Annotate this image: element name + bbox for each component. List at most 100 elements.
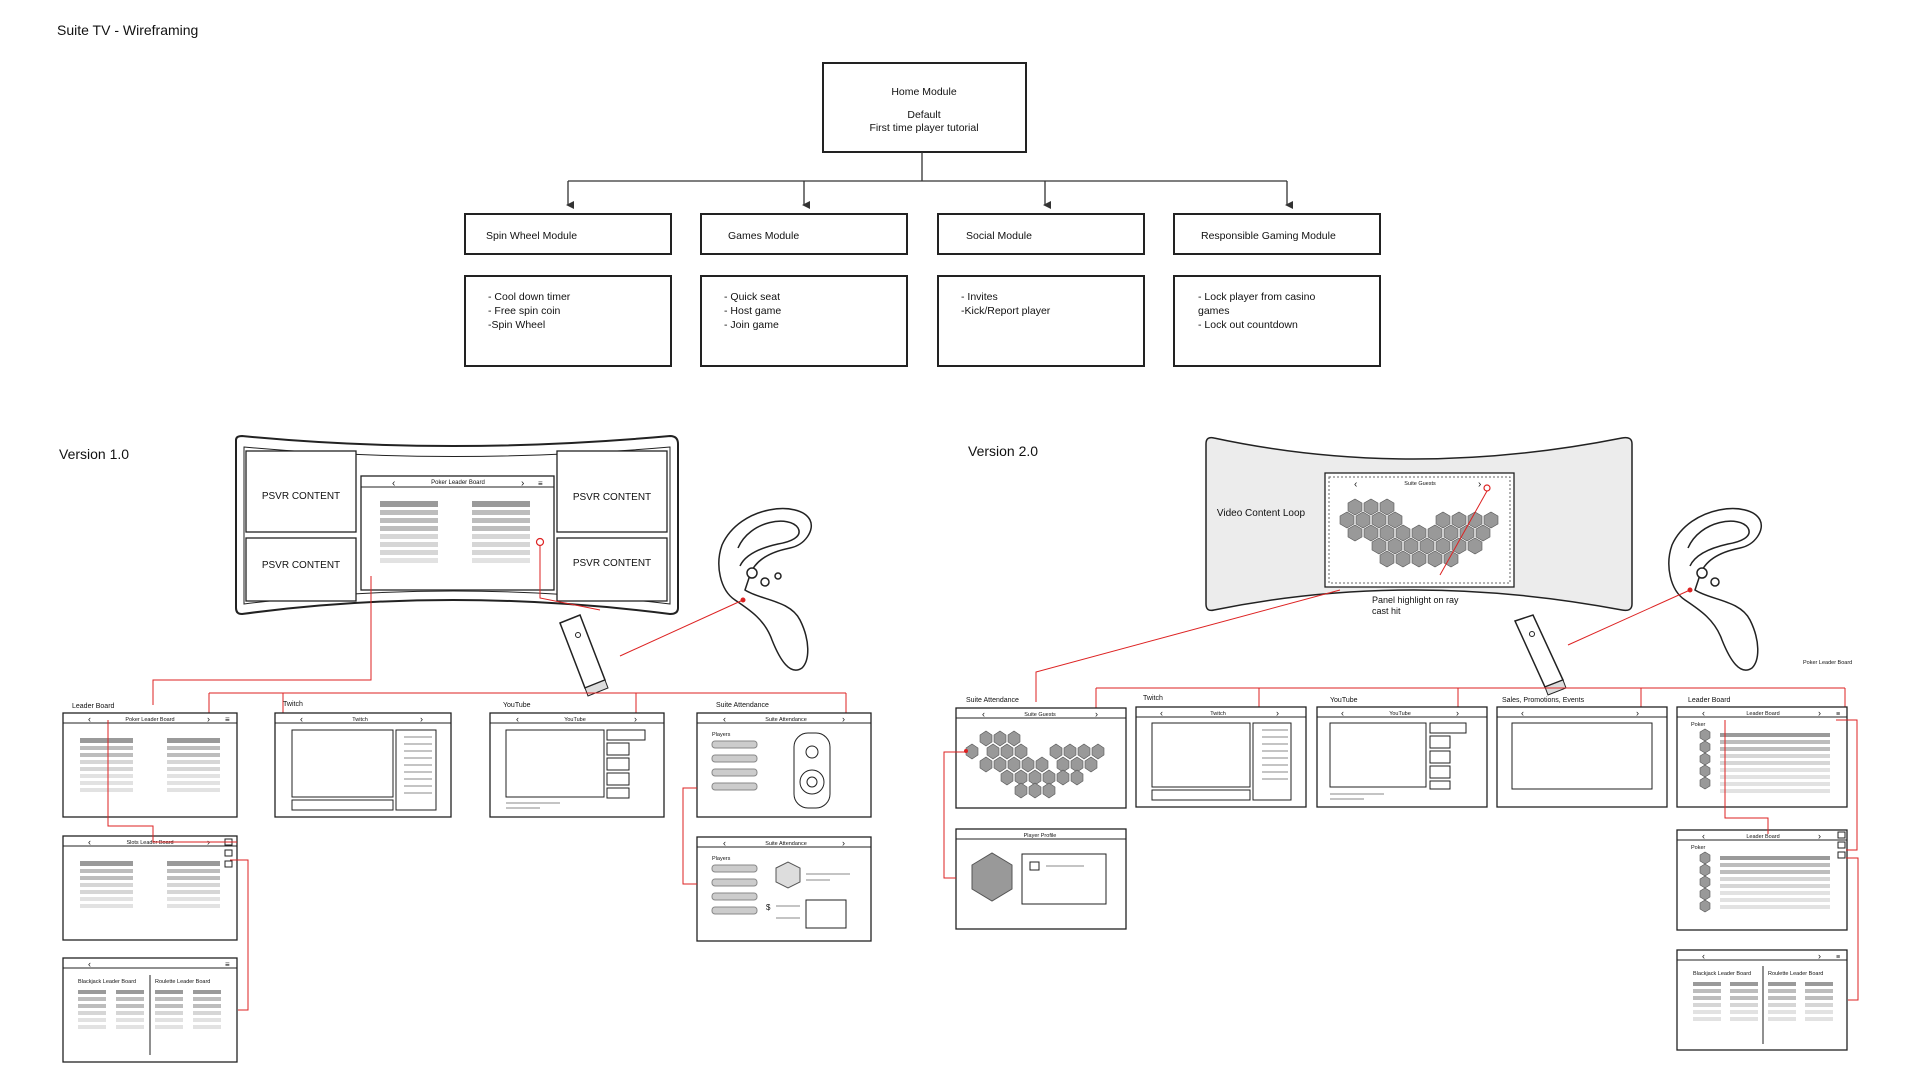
module-item: - Join game bbox=[724, 319, 779, 331]
sitemap: Home Module Default First time player tu… bbox=[464, 62, 1381, 367]
psvr-content-label: PSVR CONTENT bbox=[573, 492, 651, 503]
module-title: Spin Wheel Module bbox=[486, 230, 577, 242]
v2-screen-twitch: Twitch ‹ › bbox=[1135, 706, 1307, 808]
psvr-content-label: PSVR CONTENT bbox=[573, 558, 651, 569]
screen-subtitle: Blackjack Leader Board bbox=[1693, 971, 1751, 977]
chevron-right-icon: › bbox=[1818, 831, 1821, 841]
module-item: - Host game bbox=[724, 305, 781, 317]
chevron-left-icon: ‹ bbox=[1521, 708, 1524, 718]
screen-title: Slots Leader Board bbox=[126, 840, 173, 846]
chevron-left-icon: ‹ bbox=[982, 709, 985, 719]
v1-screen-attendance: Suite Attendance ‹ › Players bbox=[696, 712, 872, 818]
v1-screen-poker: Poker Leader Board ‹ › ≡ bbox=[62, 712, 238, 818]
v1-screen-twitch: Twitch ‹ › bbox=[274, 712, 452, 818]
players-label: Players bbox=[712, 856, 731, 862]
screen-title: Player Profile bbox=[1024, 833, 1057, 839]
v2-screen-blackjack-roulette: ‹ › ≡ Blackjack Leader Board Roulette Le… bbox=[1676, 949, 1848, 1051]
v1-screen-youtube: YouTube ‹ › bbox=[489, 712, 665, 818]
module-item: -Kick/Report player bbox=[961, 305, 1051, 317]
screen-title: Twitch bbox=[1210, 711, 1226, 717]
v1-controller-icon bbox=[718, 507, 812, 671]
chevron-left-icon: ‹ bbox=[1702, 951, 1705, 961]
screen-title: Leader Board bbox=[1746, 711, 1779, 717]
section-label: YouTube bbox=[1330, 697, 1358, 704]
section-label: Twitch bbox=[283, 701, 303, 708]
module-item: - Lock player from casino bbox=[1198, 291, 1315, 303]
chevron-left-icon: ‹ bbox=[1702, 708, 1705, 718]
home-module-line: Default bbox=[907, 109, 940, 121]
screen-title: Suite Guests bbox=[1024, 712, 1056, 718]
v2-remote bbox=[1513, 614, 1567, 696]
screen-title: Leader Board bbox=[1746, 834, 1779, 840]
section-label: Twitch bbox=[1143, 695, 1163, 702]
page-title: Suite TV - Wireframing bbox=[57, 22, 198, 38]
chevron-left-icon: ‹ bbox=[300, 714, 303, 724]
section-label: Sales, Promotions, Events bbox=[1502, 697, 1585, 704]
v1-leaderboard-links bbox=[107, 720, 249, 1011]
chevron-right-icon: › bbox=[1636, 708, 1639, 718]
screen-subtitle: Roulette Leader Board bbox=[155, 979, 210, 985]
psvr-content-label: PSVR CONTENT bbox=[262, 491, 340, 502]
screen-title: Suite Attendance bbox=[765, 841, 807, 847]
chevron-left-icon: ‹ bbox=[88, 959, 91, 969]
v2-center-title: Suite Guests bbox=[1404, 481, 1436, 487]
home-module-box bbox=[822, 62, 1027, 153]
v1-ray-lines bbox=[152, 546, 746, 705]
v2-screen-leader: Leader Board ‹ › ≡ Poker bbox=[1676, 706, 1848, 808]
chevron-left-icon: ‹ bbox=[1160, 708, 1163, 718]
menu-icon: ≡ bbox=[1836, 711, 1840, 718]
home-module-title: Home Module bbox=[891, 86, 957, 98]
screen-title: Twitch bbox=[352, 717, 368, 723]
chevron-right-icon: › bbox=[1095, 709, 1098, 719]
v1-screen-slots: Slots Leader Board ‹ › bbox=[62, 835, 238, 941]
chevron-right-icon: › bbox=[420, 714, 423, 724]
psvr-content-label: PSVR CONTENT bbox=[262, 560, 340, 571]
players-label: Players bbox=[712, 732, 731, 738]
screen-subtitle: Blackjack Leader Board bbox=[78, 979, 136, 985]
chevron-left-icon: ‹ bbox=[723, 714, 726, 724]
module-title: Social Module bbox=[966, 230, 1032, 242]
chevron-left-icon: ‹ bbox=[723, 838, 726, 848]
chevron-right-icon: › bbox=[842, 714, 845, 724]
chevron-right-icon: › bbox=[207, 714, 210, 724]
v2-tv-frame: Video Content Loop Suite Guests ‹ › bbox=[1205, 436, 1633, 612]
v2-leaderboard-links bbox=[1724, 719, 1859, 1001]
chevron-right-icon: › bbox=[1818, 708, 1821, 718]
menu-icon: ≡ bbox=[1836, 954, 1840, 961]
section-label: Leader Board bbox=[1688, 697, 1731, 704]
v1-screen-blackjack-roulette: ‹ ≡ Blackjack Leader Board Roulette Lead… bbox=[62, 957, 238, 1063]
chevron-right-icon: › bbox=[1818, 951, 1821, 961]
v2-screen-youtube: YouTube ‹ › bbox=[1316, 706, 1488, 808]
chevron-right-icon: › bbox=[521, 478, 524, 489]
section-label: Suite Attendance bbox=[716, 702, 769, 709]
home-module-line: First time player tutorial bbox=[869, 122, 978, 134]
v2-ray-lines bbox=[1035, 490, 1693, 702]
chevron-right-icon: › bbox=[1276, 708, 1279, 718]
module-item: - Cool down timer bbox=[488, 291, 571, 303]
v2-screen-leader-2: Leader Board ‹ › Poker bbox=[1676, 829, 1848, 931]
sitemap-connectors bbox=[566, 152, 1293, 209]
side-note: Poker Leader Board bbox=[1803, 660, 1852, 666]
caption-line: Panel highlight on ray bbox=[1372, 595, 1459, 605]
v2-screen-profile: Player Profile bbox=[955, 828, 1127, 930]
module-item: games bbox=[1198, 305, 1230, 317]
screen-title: Suite Attendance bbox=[765, 717, 807, 723]
v2-screen-sales: ‹ › bbox=[1496, 706, 1668, 808]
chevron-right-icon: › bbox=[1456, 708, 1459, 718]
chevron-left-icon: ‹ bbox=[516, 714, 519, 724]
chevron-left-icon: ‹ bbox=[88, 714, 91, 724]
currency-label: $ bbox=[766, 903, 771, 912]
poker-label: Poker bbox=[1691, 845, 1706, 851]
poker-label: Poker bbox=[1691, 722, 1706, 728]
video-content-label: Video Content Loop bbox=[1217, 508, 1306, 519]
module-item: - Free spin coin bbox=[488, 305, 561, 317]
menu-icon: ≡ bbox=[538, 479, 543, 488]
screen-title: YouTube bbox=[1389, 711, 1411, 717]
ray-hit-marker bbox=[535, 537, 545, 547]
chevron-left-icon: ‹ bbox=[88, 837, 91, 847]
menu-icon: ≡ bbox=[225, 960, 230, 969]
v2-guests-link bbox=[943, 751, 966, 879]
v1-attendance-link bbox=[682, 787, 697, 885]
v1-screen-attendance-2: Suite Attendance ‹ › Players $ bbox=[696, 836, 872, 942]
